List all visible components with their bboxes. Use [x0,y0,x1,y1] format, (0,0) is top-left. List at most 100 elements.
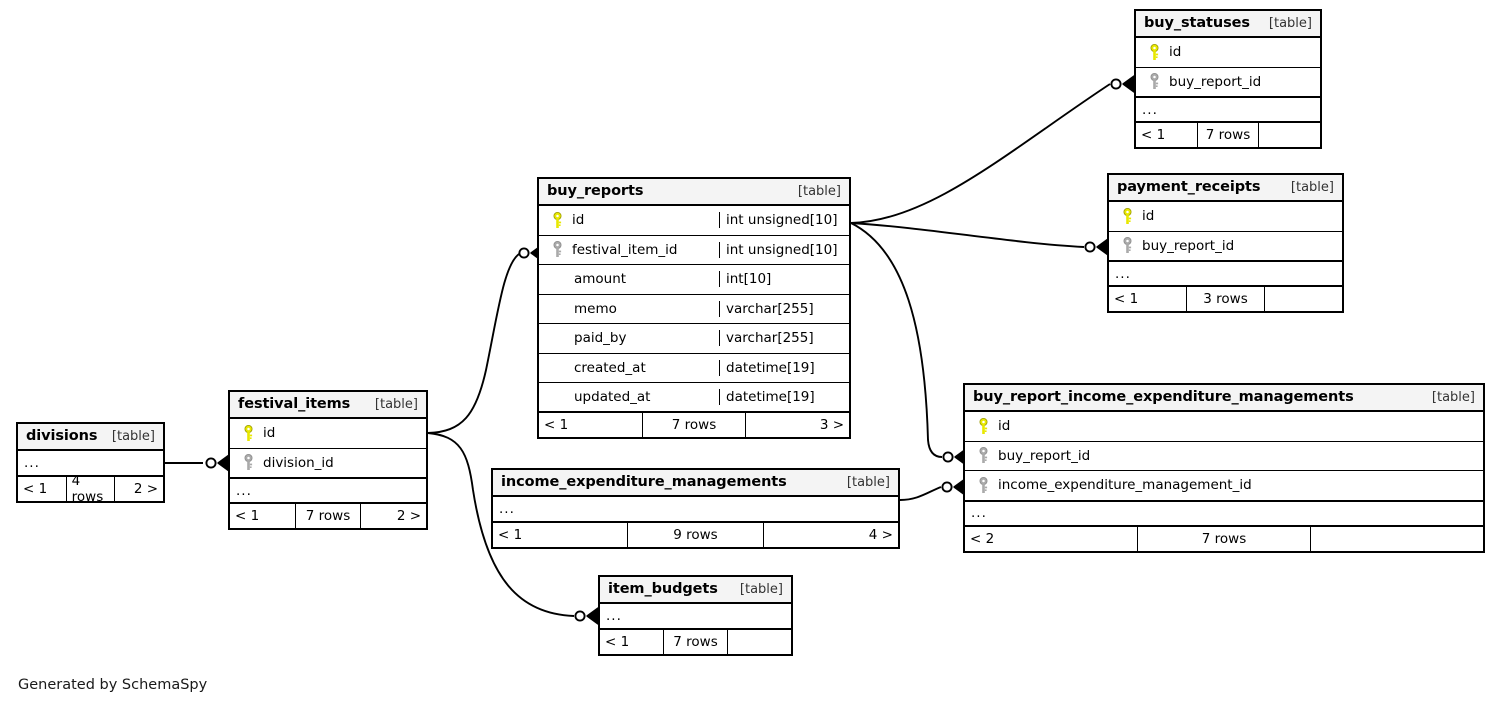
footer-child-count[interactable] [1311,527,1483,551]
footer-row-count[interactable]: 9 rows [627,523,764,547]
column-row-id[interactable]: id [230,419,426,449]
column-name-cell: created_at [539,360,719,376]
foreign-key-icon [972,447,994,464]
footer-row-count[interactable]: 3 rows [1186,287,1265,311]
primary-key-icon [237,424,259,442]
table-header-buy_report_income_expenditure_managements: buy_report_income_expenditure_management… [965,385,1483,412]
column-row-income_expenditure_management_id[interactable]: income_expenditure_management_id [965,471,1483,501]
footer-row-count[interactable]: 7 rows [294,504,362,528]
table-title: payment_receipts [1117,179,1261,195]
foreign-key-icon [1143,73,1165,90]
table-type-tag: [table] [739,581,783,597]
primary-key-icon [972,417,994,435]
footer-parent-count[interactable]: < 1 [23,481,48,497]
crowsfoot-item-budgets [586,607,599,625]
table-type-tag: [table] [374,396,418,412]
footer-parent-count[interactable]: < 1 [498,527,523,543]
column-row-buy_report_id[interactable]: buy_report_id [1109,232,1342,261]
column-row-buy_report_id[interactable]: buy_report_id [965,442,1483,471]
column-label: festival_item_id [572,241,678,258]
more-columns-ellipsis: ... [1136,97,1320,123]
table-header-income_expenditure_managements: income_expenditure_managements [table] [493,470,898,497]
more-columns-ellipsis: ... [965,500,1483,527]
footer-row-count[interactable]: 4 rows [65,477,116,501]
primary-key-icon [1143,43,1165,61]
column-type-cell: varchar[255] [719,300,849,317]
column-type-cell: int unsigned[10] [719,241,849,258]
footer-row-count[interactable]: 7 rows [641,412,747,437]
footer-parent-count[interactable]: < 1 [235,508,260,524]
footer-row-count[interactable]: 7 rows [1196,123,1260,147]
column-name-cell: division_id [230,454,426,471]
table-title: buy_report_income_expenditure_management… [973,389,1354,405]
column-row-id[interactable]: id [1136,38,1320,68]
table-header-item_budgets: item_budgets[table] [600,577,791,604]
column-label: buy_report_id [1142,237,1235,254]
column-row-festival_item_id[interactable]: festival_item_id int unsigned[10] [539,236,849,265]
footer-row-count[interactable]: 7 rows [663,630,728,654]
table-footer-item_budgets: < 1 7 rows [600,630,791,654]
circle-marker-buy-statuses [1110,78,1122,90]
column-row-id[interactable]: id [1109,202,1342,232]
footer-row-count[interactable]: 7 rows [1137,526,1311,551]
column-name-cell: income_expenditure_management_id [965,476,1483,494]
column-name-cell: id [230,424,426,442]
table-income_expenditure_managements[interactable]: income_expenditure_managements [table]...… [491,468,900,549]
table-footer-income_expenditure_managements: < 1 9 rows 4 > [493,523,898,547]
footer-child-count[interactable] [1259,123,1320,147]
footer-parent-count[interactable]: < 1 [1114,291,1139,307]
table-header-divisions: divisions[table] [18,424,163,451]
more-columns-ellipsis: ... [230,478,426,504]
footer-child-count[interactable] [1265,287,1342,311]
footer-child-count[interactable]: 3 > [819,416,845,433]
column-row-buy_report_id[interactable]: buy_report_id [1136,68,1320,97]
foreign-key-icon [237,454,259,471]
more-columns-ellipsis: ... [493,497,898,523]
table-footer-festival_items: < 1 7 rows 2 > [230,504,426,528]
footer-parent-count[interactable]: < 1 [544,416,569,433]
relationship-edge [427,253,520,434]
table-buy_report_income_expenditure_managements[interactable]: buy_report_income_expenditure_management… [963,383,1485,553]
circle-marker-brieum [942,451,954,463]
column-type-cell: datetime[19] [719,359,849,376]
more-columns-ellipsis: ... [600,604,791,630]
footer-child-count[interactable] [728,630,791,654]
table-title: income_expenditure_managements [501,474,787,490]
footer-child-count[interactable]: 4 > [868,527,893,543]
table-title: buy_reports [547,183,644,199]
column-label: amount [574,271,627,288]
column-label: updated_at [574,388,651,405]
column-name-cell: id [1109,207,1342,225]
footer-child-count[interactable]: 2 > [133,481,159,497]
footer-parent-count[interactable]: < 1 [1141,127,1166,143]
column-name-cell: id [539,211,719,229]
footer-parent-count[interactable]: < 2 [970,530,995,547]
table-type-tag: [table] [1431,389,1475,405]
column-name-cell: amount [539,271,719,287]
footer-parent-count[interactable]: < 1 [605,634,630,650]
crowsfoot-buy-statuses [1122,75,1135,93]
column-label: id [1169,44,1182,61]
table-type-tag: [table] [846,474,890,490]
column-name-cell: buy_report_id [965,447,1483,464]
footer-child-count[interactable]: 2 > [396,508,422,524]
table-item_budgets[interactable]: item_budgets[table]... < 1 7 rows [598,575,793,656]
column-row-division_id[interactable]: division_id [230,449,426,478]
column-row-id[interactable]: id [965,412,1483,442]
column-name-cell: buy_report_id [1109,237,1342,254]
column-type-cell: int unsigned[10] [719,212,849,229]
relationship-edge [850,222,1085,248]
circle-marker-iem [941,481,953,493]
